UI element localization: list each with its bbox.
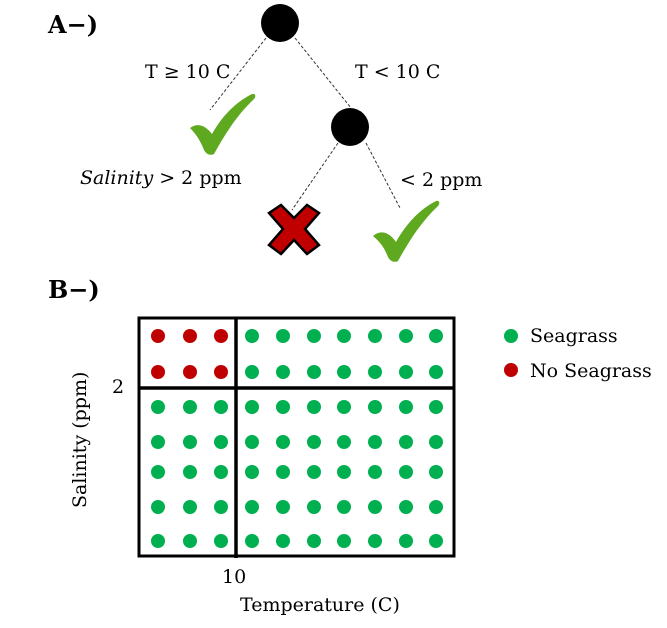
seagrass-point [399,534,413,548]
root-node [261,4,299,42]
decision-tree [209,37,401,211]
seagrass-point [399,400,413,414]
no-seagrass-point [183,329,197,343]
edge-label-salinity-gt-2: Salinity > 2 ppm [80,167,242,189]
seagrass-point [429,465,443,479]
no-seagrass-point [151,365,165,379]
seagrass-point [183,435,197,449]
seagrass-point [368,329,382,343]
seagrass-point [183,465,197,479]
seagrass-point [337,500,351,514]
seagrass-point [307,329,321,343]
seagrass-point [368,534,382,548]
seagrass-point [307,400,321,414]
seagrass-point [276,400,290,414]
seagrass-point [245,435,259,449]
edge-node-left [291,142,339,211]
edge-label-t-lt-10: T < 10 C [355,61,440,83]
seagrass-point [337,534,351,548]
legend-seagrass-marker [504,329,518,343]
x-axis-label: Temperature (C) [240,594,400,616]
seagrass-point [368,435,382,449]
seagrass-point [429,500,443,514]
seagrass-point [214,500,228,514]
seagrass-point [429,365,443,379]
seagrass-point [245,365,259,379]
y-tick-2: 2 [112,376,124,398]
seagrass-point [368,365,382,379]
seagrass-point [307,435,321,449]
seagrass-point [276,500,290,514]
check-icon [190,93,256,155]
cross-icon [267,203,321,256]
edge-root-right [294,37,352,109]
seagrass-point [429,400,443,414]
salinity-node [331,108,369,146]
panel-b-label: B−) [48,275,100,304]
seagrass-point [307,465,321,479]
seagrass-point [214,465,228,479]
no-seagrass-point [214,329,228,343]
salinity-var: Salinity [80,167,153,189]
seagrass-point [337,365,351,379]
no-seagrass-point [183,365,197,379]
seagrass-point [307,365,321,379]
no-seagrass-point [151,329,165,343]
x-tick-10: 10 [222,566,246,588]
seagrass-point [337,329,351,343]
seagrass-point [368,500,382,514]
legend-no-seagrass-marker [504,363,518,377]
seagrass-point [276,435,290,449]
seagrass-point [151,465,165,479]
seagrass-point [151,500,165,514]
seagrass-point [337,465,351,479]
seagrass-point [368,465,382,479]
seagrass-point [245,500,259,514]
seagrass-point [151,400,165,414]
seagrass-point [214,435,228,449]
seagrass-point [245,400,259,414]
legend-seagrass-label: Seagrass [530,325,618,347]
seagrass-point [214,400,228,414]
no-seagrass-point [214,365,228,379]
seagrass-point [276,534,290,548]
seagrass-point [399,500,413,514]
edge-label-t-ge-10: T ≥ 10 C [145,61,230,83]
y-axis-label: Salinity (ppm) [69,372,91,508]
edge-node-right [365,142,401,209]
panel-a-label: A−) [47,10,98,39]
seagrass-point [276,365,290,379]
data-points [151,329,443,548]
salinity-cond: > 2 ppm [153,167,241,189]
seagrass-point [307,534,321,548]
seagrass-point [399,329,413,343]
seagrass-point [245,329,259,343]
seagrass-point [276,465,290,479]
seagrass-point [429,435,443,449]
seagrass-point [276,329,290,343]
seagrass-point [245,465,259,479]
seagrass-point [429,534,443,548]
seagrass-point [183,534,197,548]
check-icon [373,200,440,262]
seagrass-point [399,465,413,479]
edge-label-lt-2: < 2 ppm [400,169,482,191]
legend-no-seagrass-label: No Seagrass [530,360,652,382]
seagrass-point [368,400,382,414]
edge-root-left [209,37,267,111]
seagrass-point [307,500,321,514]
seagrass-point [183,500,197,514]
seagrass-point [151,435,165,449]
seagrass-point [399,365,413,379]
seagrass-point [429,329,443,343]
seagrass-point [337,400,351,414]
seagrass-point [151,534,165,548]
seagrass-point [183,400,197,414]
seagrass-point [399,435,413,449]
legend: Seagrass No Seagrass [504,325,652,382]
seagrass-point [214,534,228,548]
seagrass-point [245,534,259,548]
seagrass-point [337,435,351,449]
